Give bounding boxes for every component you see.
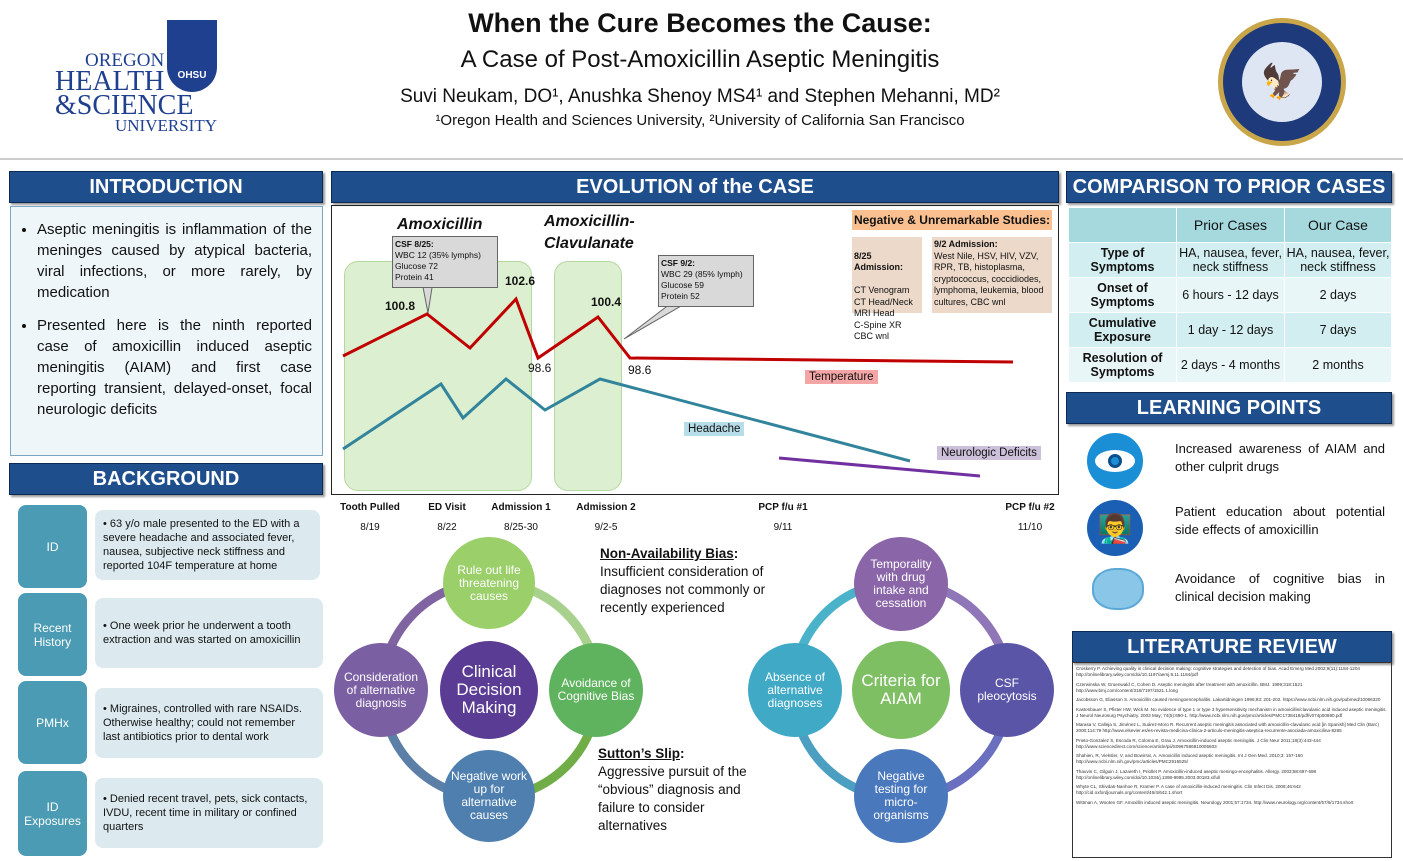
teacher-icon: 👨‍🏫 bbox=[1087, 500, 1143, 556]
intro-bullet: Presented here is the ninth reported cas… bbox=[37, 315, 312, 420]
table-row: Resolution of Symptoms 2 days - 4 months… bbox=[1068, 347, 1392, 383]
learning-points-header: LEARNING POINTS bbox=[1066, 392, 1392, 424]
amoxicillin-label: Amoxicillin bbox=[397, 216, 483, 233]
literature-review-header: LITERATURE REVIEW bbox=[1072, 631, 1392, 663]
amoxicillin-shade bbox=[344, 261, 532, 491]
headache-line bbox=[342, 377, 911, 463]
reference: Marasa V, Calleja S, Jiménez L, Suárez-M… bbox=[1076, 722, 1379, 733]
reference: Croskerry P. Achieving quality in clinic… bbox=[1076, 666, 1360, 677]
reference: Thauvin C, Gilguin J, Lazareth I, Prioll… bbox=[1076, 768, 1317, 780]
timeline-date: 8/22 bbox=[437, 522, 457, 533]
amox-clav-shade bbox=[554, 261, 622, 491]
node-avoidance-cognitive-bias: Avoidance of Cognitive Bias bbox=[549, 643, 643, 737]
comparison-header: COMPARISON TO PRIOR CASES bbox=[1066, 171, 1392, 203]
node-temporality: Temporality with drug intake and cessati… bbox=[854, 537, 948, 631]
neurologic-deficits-line bbox=[778, 456, 981, 478]
background-header: BACKGROUND bbox=[9, 463, 323, 495]
node-clinical-decision-making: Clinical Decision Making bbox=[440, 641, 538, 739]
introduction-box: Aseptic meningitis is inflammation of th… bbox=[10, 206, 323, 456]
bg-label-pmhx: PMHx bbox=[18, 681, 87, 764]
timeline-date: 11/10 bbox=[1017, 522, 1043, 533]
timeline-event: PCP f/u #1 bbox=[758, 502, 808, 513]
note-non-availability-bias: Non-Availability Bias: Insufficient cons… bbox=[600, 546, 766, 615]
node-consideration-alternative: Consideration of alternative diagnosis bbox=[334, 643, 428, 737]
reference: Shahien, R, Vieksler, V, and Bowirrat, A… bbox=[1076, 753, 1303, 764]
bg-text-recent-history: • One week prior he underwent a tooth ex… bbox=[95, 598, 323, 668]
timeline-date: 9/2-5 bbox=[594, 522, 618, 533]
node-absence-alternative: Absence of alternative diagnoses bbox=[748, 643, 842, 737]
node-negative-work-up: Negative work up for alternative causes bbox=[443, 750, 535, 842]
studies-admission-1: 8/25 Admission: CT Venogram CT Head/Neck… bbox=[852, 237, 922, 341]
timeline-event: Admission 1 bbox=[491, 502, 551, 513]
reference: Czerwinska W, Gruenwald C, Cohen D. Asep… bbox=[1076, 681, 1303, 693]
table-row: Cumulative Exposure 1 day - 12 days 7 da… bbox=[1068, 312, 1392, 348]
learning-point: Avoidance of cognitive bias in clinical … bbox=[1175, 571, 1385, 604]
evolution-header: EVOLUTION of the CASE bbox=[331, 171, 1059, 203]
bg-label-id: ID bbox=[18, 505, 87, 588]
data-label: 100.8 bbox=[385, 299, 416, 313]
studies-title: Negative & Unremarkable Studies: bbox=[852, 210, 1052, 230]
reference: Whyte CL, Shivdas-Nanhoe R, Kramer P. A … bbox=[1076, 784, 1301, 795]
reference: Kastenbauer S, Pfister HW, Wick M. No ev… bbox=[1076, 706, 1387, 718]
reference: Prieto-Gonzalez S, Escoda R, Coloma E, G… bbox=[1076, 737, 1321, 749]
authors: Suvi Neukam, DO¹, Anushka Shenoy MS4¹ an… bbox=[400, 86, 1000, 107]
data-label: 100.4 bbox=[591, 295, 622, 309]
ohsu-logo: OHSU OREGON HEALTH &SCIENCE UNIVERSITY bbox=[55, 20, 225, 140]
node-criteria-aiam: Criteria for AIAM bbox=[852, 641, 950, 739]
timeline-date: 8/25-30 bbox=[504, 522, 538, 533]
amox-clav-label: Amoxicillin-Clavulanate bbox=[544, 213, 635, 252]
timeline-event: PCP f/u #2 bbox=[1005, 502, 1055, 513]
introduction-header: INTRODUCTION bbox=[9, 171, 323, 203]
bg-label-id-exposures: ID Exposures bbox=[18, 771, 87, 856]
callout-csf-8-25: CSF 8/25: WBC 12 (35% lymphs) Glucose 72… bbox=[392, 236, 498, 288]
timeline-date: 9/11 bbox=[773, 522, 793, 533]
node-rule-out-life-threatening: Rule out life threatening causes bbox=[443, 537, 535, 629]
timeline-event: Tooth Pulled bbox=[340, 502, 400, 513]
intro-bullet: Aseptic meningitis is inflammation of th… bbox=[37, 219, 312, 303]
note-suttons-slip: Sutton’s Slip: Aggressive pursuit of the… bbox=[598, 746, 747, 833]
poster-title: When the Cure Becomes the Cause: bbox=[468, 8, 932, 38]
bg-text-id: • 63 y/o male presented to the ED with a… bbox=[95, 510, 320, 580]
comparison-table: Prior Cases Our Case Type of Symptoms HA… bbox=[1068, 207, 1392, 383]
data-label: 98.6 bbox=[528, 361, 552, 375]
legend-headache: Headache bbox=[684, 422, 745, 436]
data-label: 102.6 bbox=[505, 274, 536, 288]
node-negative-testing: Negative testing for micro-organisms bbox=[854, 749, 948, 843]
studies-admission-2: 9/2 Admission: West Nile, HSV, HIV, VZV,… bbox=[932, 237, 1052, 313]
evolution-chart: Amoxicillin Amoxicillin-Clavulanate CSF … bbox=[331, 205, 1059, 495]
node-csf-pleocytosis: CSF pleocytosis bbox=[960, 643, 1054, 737]
legend-neurologic-deficits: Neurologic Deficits bbox=[937, 446, 1041, 460]
literature-review-list: Croskerry P. Achieving quality in clinic… bbox=[1072, 662, 1392, 858]
va-seal-logo: 🦅 bbox=[1218, 18, 1346, 146]
bg-text-id-exposures: • Denied recent travel, pets, sick conta… bbox=[95, 778, 323, 848]
reference: Wittman A, Wooten GF. Amoxillin induced … bbox=[1076, 799, 1354, 805]
temperature-line bbox=[342, 296, 1014, 364]
table-row: Type of Symptoms HA, nausea, fever, neck… bbox=[1068, 242, 1392, 278]
learning-point: Patient education about potential side e… bbox=[1175, 504, 1385, 537]
ohsu-badge: OHSU bbox=[167, 20, 217, 92]
data-label: 98.6 bbox=[628, 363, 652, 377]
timeline-event: ED Visit bbox=[428, 502, 466, 513]
poster-subtitle: A Case of Post-Amoxicillin Aseptic Menin… bbox=[460, 46, 940, 73]
callout-csf-9-2: CSF 9/2: WBC 29 (85% lymph) Glucose 59 P… bbox=[658, 255, 754, 307]
learning-point: Increased awareness of AIAM and other cu… bbox=[1175, 441, 1385, 474]
legend-temperature: Temperature bbox=[805, 370, 878, 384]
bg-label-recent-history: Recent History bbox=[18, 593, 87, 676]
table-header-row: Prior Cases Our Case bbox=[1068, 207, 1392, 243]
table-row: Onset of Symptoms 6 hours - 12 days 2 da… bbox=[1068, 277, 1392, 313]
brain-icon bbox=[1092, 568, 1144, 610]
bg-text-pmhx: • Migraines, controlled with rare NSAIDs… bbox=[95, 688, 323, 758]
eye-icon bbox=[1087, 433, 1143, 489]
timeline-date: 8/19 bbox=[360, 522, 380, 533]
reference: Jacobsson G, Eliasson S. Amoxicillin cau… bbox=[1076, 697, 1381, 702]
timeline-event: Admission 2 bbox=[576, 502, 636, 513]
affiliations: ¹Oregon Health and Sciences University, … bbox=[435, 112, 965, 129]
header-divider bbox=[0, 158, 1403, 160]
